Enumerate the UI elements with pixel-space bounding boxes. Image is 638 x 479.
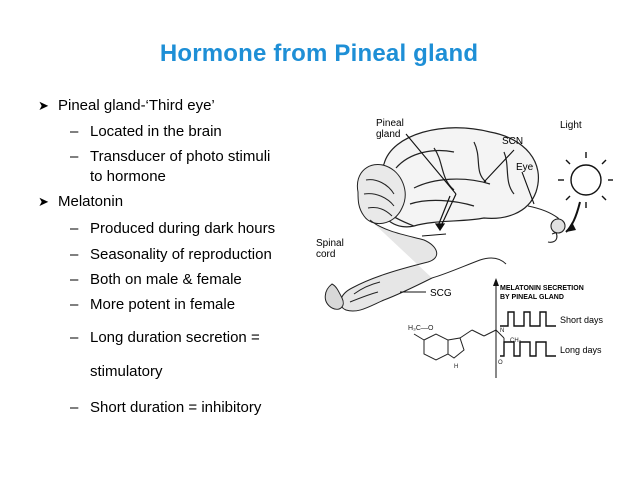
pineal-pathway bbox=[434, 193, 457, 232]
label-scn: SCN bbox=[502, 136, 523, 147]
sub-bullet-text: Seasonality of reproduction bbox=[90, 246, 272, 263]
sub-bullet-text: Both on male & female bbox=[90, 271, 242, 288]
axis-arrowhead bbox=[493, 278, 499, 286]
brain-outline bbox=[373, 127, 539, 228]
light-arrowhead bbox=[566, 222, 576, 232]
arrow-bullet-icon: ➤ bbox=[38, 98, 49, 113]
sub-bullet-text: Long duration secretion = bbox=[90, 329, 260, 346]
svg-text:CH₃: CH₃ bbox=[510, 338, 522, 344]
arrow-bullet-icon: ➤ bbox=[38, 194, 49, 209]
svg-text:H: H bbox=[454, 364, 458, 370]
sub-bullet: –Both on male & female bbox=[70, 271, 242, 288]
label-eye: Eye bbox=[516, 162, 534, 173]
bullet-melatonin: ➤ Melatonin bbox=[38, 192, 123, 211]
label-melatonin-secretion: MELATONIN SECRETION bbox=[500, 285, 584, 292]
bullet-text: Pineal gland-‘Third eye’ bbox=[58, 97, 215, 114]
label-short-days: Short days bbox=[560, 315, 604, 325]
pineal-gland-diagram: Pineal gland Light SCN Eye Spinal cord S… bbox=[316, 118, 613, 378]
melatonin-molecule: H₃C—O N CH₃ H O bbox=[408, 325, 522, 370]
long-days-wave bbox=[500, 341, 556, 357]
label-long-days: Long days bbox=[560, 345, 602, 355]
sub-bullet-continuation: to hormone bbox=[90, 168, 166, 185]
sub-bullet: –Long duration secretion = bbox=[70, 329, 260, 346]
spinal-cord bbox=[324, 219, 507, 312]
label-cord: cord bbox=[316, 249, 335, 260]
sub-bullet: –Transducer of photo stimuli bbox=[70, 148, 271, 165]
svg-text:H₃C—O: H₃C—O bbox=[408, 325, 434, 332]
sub-bullet: –More potent in female bbox=[70, 296, 236, 313]
cerebellum bbox=[356, 164, 406, 224]
slide-title: Hormone from Pineal gland bbox=[159, 40, 479, 67]
sub-bullet: –Seasonality of reproduction bbox=[70, 246, 272, 263]
label-gland: gland bbox=[376, 129, 400, 140]
sub-bullet-text: Located in the brain bbox=[90, 123, 222, 140]
optic-tract bbox=[527, 205, 566, 243]
sub-bullet-text: Produced during dark hours bbox=[90, 220, 276, 237]
label-by-pineal-gland: BY PINEAL GLAND bbox=[500, 294, 564, 301]
label-spinal: Spinal bbox=[316, 238, 344, 249]
sub-bullet-text: Transducer of photo stimuli bbox=[90, 148, 271, 165]
sub-bullet: –Short duration = inhibitory bbox=[70, 399, 262, 416]
svg-text:N: N bbox=[500, 328, 504, 334]
short-days-wave bbox=[500, 311, 556, 327]
sub-bullet-text: Short duration = inhibitory bbox=[90, 399, 262, 416]
bullet-pineal-gland: ➤ Pineal gland-‘Third eye’ bbox=[38, 96, 215, 115]
label-scg: SCG bbox=[430, 288, 452, 299]
label-light: Light bbox=[560, 120, 582, 131]
sub-bullet: –Located in the brain bbox=[70, 123, 222, 140]
pointer-lines bbox=[400, 133, 535, 293]
sub-bullet-text: More potent in female bbox=[90, 296, 236, 313]
sub-bullet: –Produced during dark hours bbox=[70, 220, 276, 237]
label-pineal: Pineal bbox=[376, 118, 404, 129]
svg-text:O: O bbox=[498, 360, 503, 366]
sub-bullet-continuation: stimulatory bbox=[90, 363, 163, 380]
sun-icon bbox=[558, 152, 613, 208]
bullet-text: Melatonin bbox=[58, 193, 124, 210]
